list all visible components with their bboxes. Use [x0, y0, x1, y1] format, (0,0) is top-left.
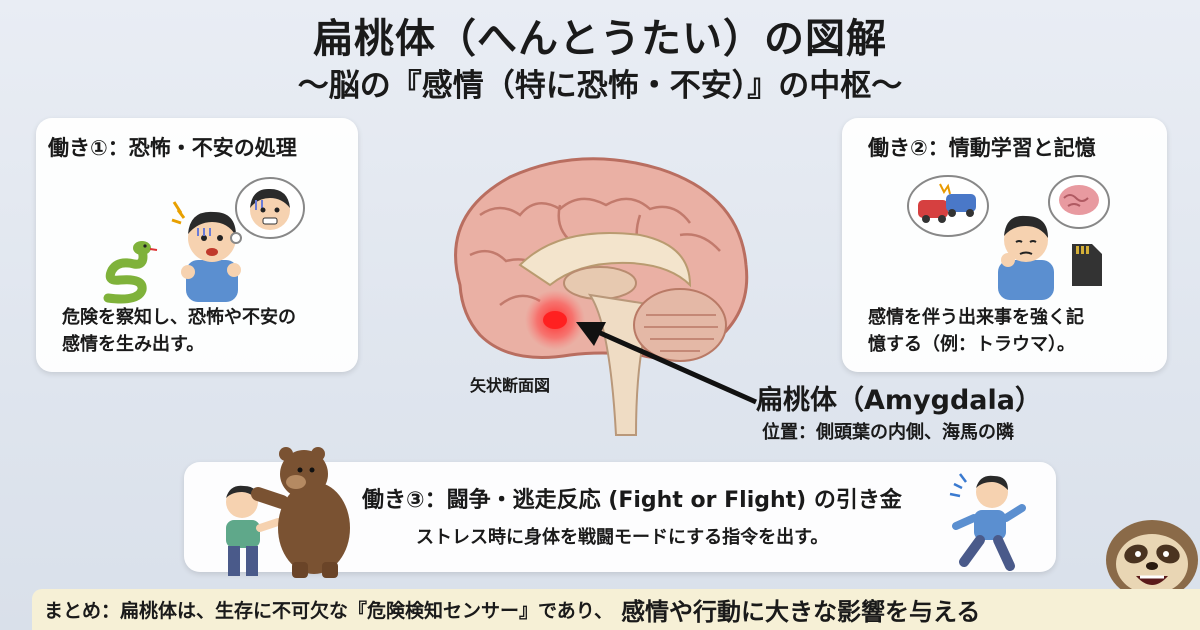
- card-title: 働き①：恐怖・不安の処理: [48, 136, 297, 160]
- worried-boy-icon: [998, 215, 1054, 300]
- thought-bubble-icon: [230, 177, 305, 244]
- card-description: ストレス時に身体を戦闘モードにする指令を出す。: [416, 527, 829, 548]
- page-title: 扁桃体（へんとうたい）の図解: [313, 16, 887, 62]
- sloth-mascot-icon: [1106, 520, 1198, 600]
- page-subtitle: ～脳の『感情（特に恐怖・不安）』の中枢～: [297, 68, 903, 104]
- amygdala-location: 位置：側頭葉の内側、海馬の隣: [762, 422, 1014, 443]
- brain-sagittal-diagram: [454, 157, 749, 436]
- fighting-boy-icon: [226, 485, 282, 576]
- amygdala-label: 扁桃体（Amygdala）: [756, 385, 1042, 416]
- scared-boy-icon: [171, 201, 241, 302]
- summary-text: まとめ：扁桃体は、生存に不可欠な『危険検知センサー』であり、: [44, 600, 614, 622]
- card-title: 働き③：闘争・逃走反応 (Fight or Flight) の引き金: [362, 488, 902, 513]
- summary-banner: まとめ：扁桃体は、生存に不可欠な『危険検知センサー』であり、 感情や行動に大きな…: [32, 589, 1200, 630]
- summary-highlight: 感情や行動に大きな影響を与える: [621, 598, 981, 626]
- car-crash-icon: [907, 175, 989, 237]
- card-title: 働き②：情動学習と記憶: [868, 136, 1096, 160]
- card-description: 危険を察知し、恐怖や不安の 感情を生み出す。: [62, 307, 296, 355]
- view-label: 矢状断面図: [470, 376, 551, 395]
- bear-icon: [251, 447, 350, 578]
- function-card-fear: 働き①：恐怖・不安の処理 危険を察知し、恐怖や不安の 感情を生み出す。: [36, 118, 358, 372]
- snake-icon: [103, 241, 158, 304]
- running-boy-icon: [949, 473, 1026, 571]
- memory-card-icon: [1072, 244, 1102, 286]
- card-description: 感情を伴う出来事を強く記 憶する（例：トラウマ）。: [868, 307, 1084, 355]
- pointer-arrow: [576, 322, 758, 405]
- brain-icon: [1048, 175, 1110, 229]
- function-card-memory: 働き②：情動学習と記憶 感情を伴う出来事を強く記 憶する（例：トラウマ）。: [842, 118, 1167, 372]
